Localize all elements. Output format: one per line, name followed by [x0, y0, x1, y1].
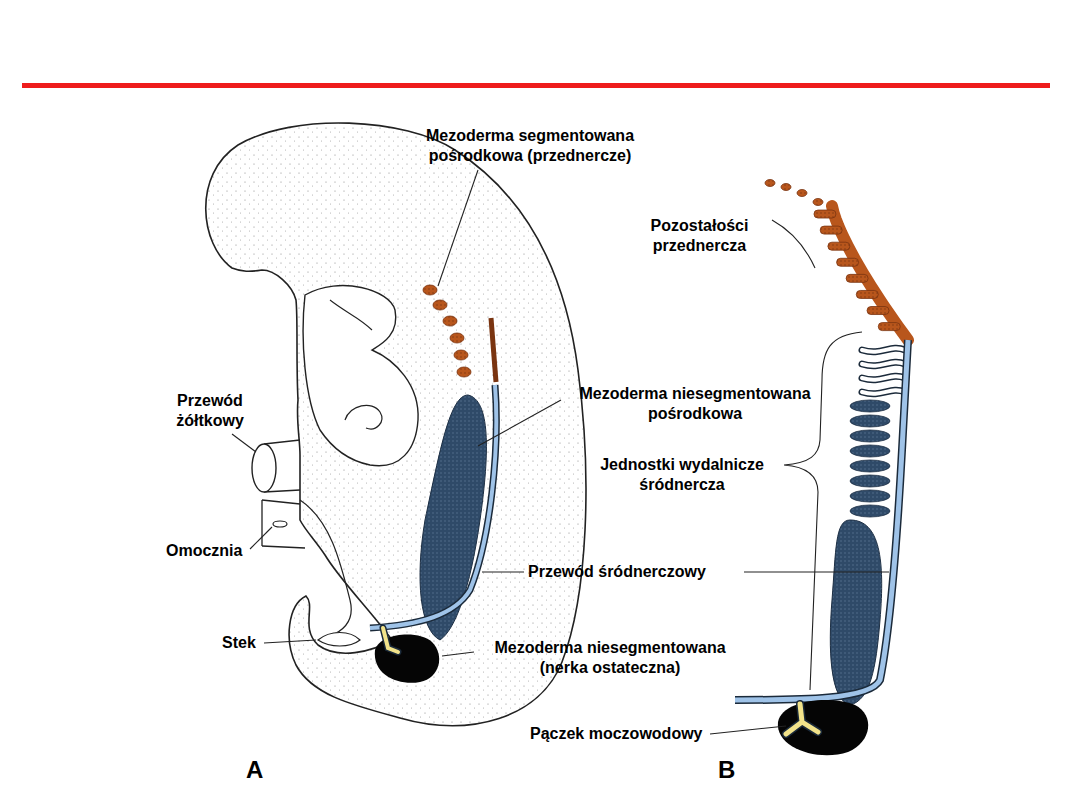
- pronephros-dot: [765, 180, 775, 187]
- heart-cavity: [303, 286, 418, 466]
- umbilical-stalk-end: [261, 500, 262, 546]
- pronephros-dot: [797, 190, 807, 197]
- pronephros-tubule: [814, 210, 836, 218]
- cloaca: [318, 633, 360, 647]
- heart-loop: [345, 405, 382, 429]
- pronephros-tubule: [856, 290, 878, 298]
- pronephros-dot: [781, 184, 791, 191]
- structure-label: Stek: [222, 633, 256, 653]
- leader-line: [250, 527, 272, 549]
- pronephros-tubule: [828, 242, 850, 250]
- tubule-outline: [862, 376, 905, 379]
- bracket-line: [772, 220, 815, 268]
- pronephros-dot: [457, 367, 471, 377]
- allantois: [273, 521, 287, 527]
- structure-label: Mezoderma niesegmentowana (nerka ostatec…: [470, 638, 750, 678]
- tubule: [862, 348, 905, 351]
- leader-line: [478, 400, 561, 446]
- structure-label: Przewód śródnerczowy: [528, 562, 706, 582]
- pronephros-tubule: [837, 258, 859, 266]
- leader-line: [438, 170, 478, 286]
- excretory-unit: [850, 400, 890, 412]
- structure-label: Pączek moczowodowy: [530, 724, 703, 744]
- leader-line: [264, 640, 316, 643]
- ureteric-bud-outline: [786, 704, 818, 734]
- pronephros-dot: [454, 350, 468, 360]
- tubule-outline: [862, 362, 905, 365]
- tubule: [862, 362, 905, 365]
- structure-label: Omocznia: [166, 541, 242, 561]
- pronephros-remnants: [765, 180, 908, 341]
- pronephros-tubule: [867, 307, 889, 315]
- pronephros-dot: [813, 199, 823, 206]
- leader-line: [710, 726, 786, 734]
- pronephros-dot: [443, 316, 457, 326]
- structure-label: Pozostałości przednercza: [632, 216, 767, 256]
- pronephros-dot: [450, 333, 464, 343]
- ureteric-bud: [786, 704, 818, 734]
- panel-letter: B: [718, 756, 735, 784]
- panel-letter: A: [246, 756, 263, 784]
- metanephros: [778, 700, 868, 755]
- tubule-outline: [862, 390, 905, 393]
- pronephros-tubule: [820, 226, 842, 234]
- excretory-unit: [850, 490, 890, 502]
- pronephros-dot: [433, 300, 447, 310]
- structure-label: Mezoderma niesegmentowana pośrodkowa: [555, 384, 835, 424]
- structure-label: Przewód żółtkowy: [160, 391, 260, 431]
- excretory-unit: [850, 475, 890, 487]
- mesonephric-duct: [370, 385, 496, 628]
- leader-line: [442, 652, 474, 656]
- pronephros-dot: [423, 285, 437, 295]
- leader-line: [744, 571, 889, 572]
- hindgut-line: [300, 500, 351, 636]
- pharynx-line: [330, 300, 372, 330]
- tubule-outline: [862, 348, 905, 351]
- ureteric-bud-outline: [383, 628, 398, 652]
- excretory-unit: [850, 415, 890, 427]
- header-rule: [22, 83, 1050, 88]
- leader-line: [482, 571, 524, 572]
- excretory-unit: [850, 445, 890, 457]
- tubule: [862, 376, 905, 379]
- structure-label: Mezoderma segmentowana pośrodkowa (przed…: [415, 126, 645, 166]
- pronephros-strip: [491, 318, 496, 382]
- pronephros-band: [832, 206, 908, 340]
- excretory-unit: [850, 430, 890, 442]
- embryo-outline: [206, 123, 586, 726]
- pronephros-tubule: [846, 274, 868, 282]
- mesonephric-mass: [830, 520, 881, 705]
- excretory-unit: [850, 505, 890, 517]
- tubule: [862, 390, 905, 393]
- excretory-unit: [850, 460, 890, 472]
- mesonephric-duct-outline: [370, 385, 496, 628]
- structure-label: Jednostki wydalnicze śródnercza: [577, 455, 787, 495]
- leader-line: [232, 434, 256, 452]
- ureteric-bud: [383, 628, 398, 652]
- pronephros-dots: [423, 285, 471, 377]
- pronephros-tubule: [878, 323, 900, 331]
